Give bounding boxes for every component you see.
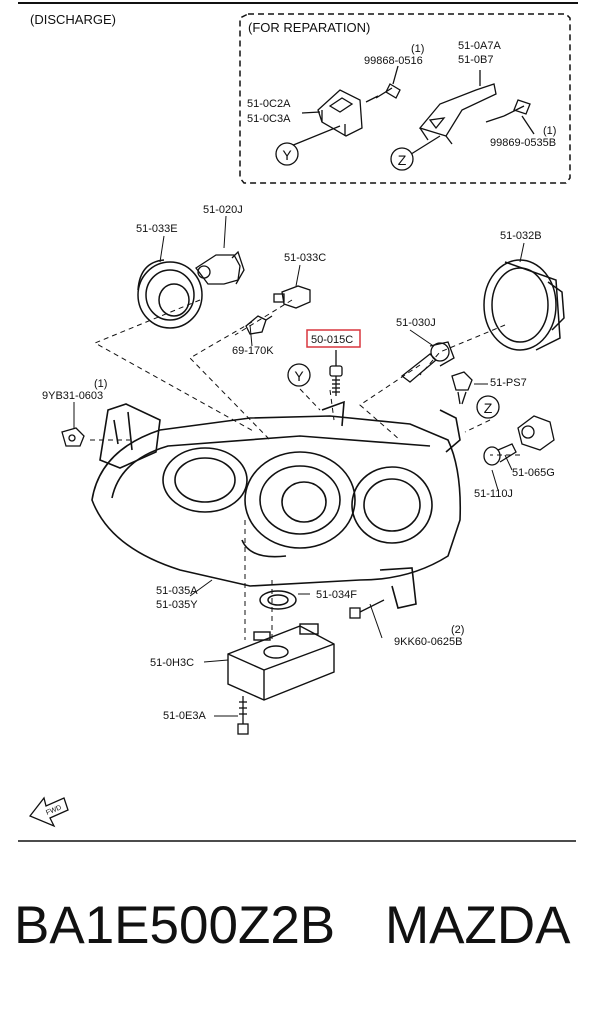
screw-51-0e3a-drawing bbox=[237, 696, 249, 735]
label-51-033e: 51-033E bbox=[136, 223, 178, 235]
reparation-box: (FOR REPARATION) (1) 99868-0516 51-0C2A … bbox=[239, 13, 571, 184]
label-9kk60-0625b: 9KK60-0625B bbox=[394, 636, 463, 648]
bulb-51-020j-drawing bbox=[195, 250, 245, 285]
svg-text:Y: Y bbox=[282, 147, 292, 163]
bolt-50-015c-drawing bbox=[329, 350, 343, 396]
part-number-text: BA1E500Z2B bbox=[14, 896, 336, 955]
marker-z-main: Z bbox=[476, 395, 500, 419]
label-69-170k: 69-170K bbox=[232, 345, 274, 357]
label-51-030j: 51-030J bbox=[396, 317, 436, 329]
bulb-51-030j-drawing bbox=[400, 341, 455, 383]
fwd-arrow-icon: FWD bbox=[28, 796, 69, 828]
socket-51-065g-drawing bbox=[517, 415, 555, 451]
label-9yb31-0603: 9YB31-0603 bbox=[42, 390, 103, 402]
highlight-50-015c: 50-015C bbox=[306, 329, 361, 348]
leader-lines bbox=[90, 299, 520, 640]
footer: BA1E500Z2B MAZDA bbox=[0, 895, 600, 975]
solid-leaders bbox=[73, 215, 525, 717]
bolt-b-drawing bbox=[485, 99, 535, 135]
label-51-034f: 51-034F bbox=[316, 589, 357, 601]
label-bracket-y-1: 51-0C2A bbox=[247, 98, 291, 110]
label-51-033c: 51-033C bbox=[284, 252, 326, 264]
marker-z-top: Z bbox=[390, 147, 414, 171]
label-bolt-a: 99868-0516 bbox=[364, 55, 423, 67]
label-51-065g: 51-065G bbox=[512, 467, 555, 479]
clip-9yb31-0603-drawing bbox=[61, 427, 85, 447]
bracket-y-drawing bbox=[285, 89, 363, 149]
socket-51-033c-drawing bbox=[273, 285, 311, 309]
headlamp-housing-drawing bbox=[91, 400, 462, 609]
brand-text: MAZDA bbox=[385, 896, 571, 955]
ballast-51-0h3c-drawing bbox=[227, 623, 335, 701]
label-bracket-z-2: 51-0B7 bbox=[458, 54, 493, 66]
marker-y-main: Y bbox=[287, 363, 311, 387]
label-qty-bolt-a: (1) bbox=[411, 43, 424, 55]
label-51-035y: 51-035Y bbox=[156, 599, 198, 611]
label-bracket-y-2: 51-0C3A bbox=[247, 113, 291, 125]
label-qty-bolt-c: (2) bbox=[451, 624, 464, 636]
clip-51-ps7-drawing bbox=[451, 371, 473, 405]
label-bolt-b: 99869-0535B bbox=[490, 137, 556, 149]
bulb-69-170k-drawing bbox=[245, 315, 273, 335]
marker-y-top: Y bbox=[275, 142, 299, 166]
label-qty-bolt-b: (1) bbox=[543, 125, 556, 137]
label-bracket-z-1: 51-0A7A bbox=[458, 40, 501, 52]
svg-text:Z: Z bbox=[484, 400, 493, 416]
label-51-110j: 51-110J bbox=[474, 488, 513, 500]
reparation-title: (FOR REPARATION) bbox=[248, 20, 370, 35]
label-51-0h3c: 51-0H3C bbox=[150, 657, 194, 669]
bracket-z-drawing bbox=[407, 70, 497, 157]
label-51-ps7: 51-PS7 bbox=[490, 377, 527, 389]
label-51-032b: 51-032B bbox=[500, 230, 542, 242]
discharge-title: (DISCHARGE) bbox=[30, 12, 116, 27]
cover-51-033e-drawing bbox=[137, 259, 203, 329]
svg-text:50-015C: 50-015C bbox=[311, 334, 353, 346]
seal-51-034f-drawing bbox=[259, 590, 297, 610]
label-qty-clip: (1) bbox=[94, 378, 107, 390]
cover-51-032b-drawing bbox=[483, 259, 565, 351]
bolt-a-drawing bbox=[365, 65, 401, 103]
label-51-0e3a: 51-0E3A bbox=[163, 710, 206, 722]
bolt-9kk60-0625b-drawing bbox=[349, 599, 385, 619]
svg-text:Z: Z bbox=[398, 152, 407, 168]
bulb-51-110j-drawing bbox=[483, 443, 517, 466]
label-51-020j: 51-020J bbox=[203, 204, 243, 216]
label-51-035a: 51-035A bbox=[156, 585, 198, 597]
svg-text:Y: Y bbox=[294, 368, 304, 384]
